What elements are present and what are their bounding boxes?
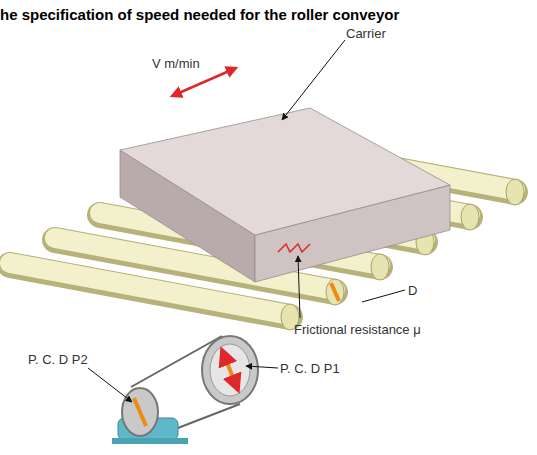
leader-line bbox=[362, 290, 405, 302]
speed-label: V m/min bbox=[152, 56, 200, 71]
leader-line bbox=[298, 256, 300, 318]
leader-line bbox=[246, 366, 278, 368]
leader-line bbox=[282, 40, 345, 120]
speed-arrow bbox=[172, 68, 236, 96]
dimension-label: P. C. D P1 bbox=[280, 361, 340, 376]
drive-system bbox=[112, 336, 258, 444]
part-name: Frictional resistance μ bbox=[294, 322, 421, 337]
friction-mark bbox=[278, 244, 310, 252]
dimension-label: P. C. D P2 bbox=[28, 352, 88, 367]
front-roller bbox=[10, 263, 299, 330]
leader-line bbox=[88, 368, 132, 402]
title: he specification of speed needed for the… bbox=[0, 6, 399, 23]
carrier-box bbox=[120, 108, 450, 282]
part-name: Carrier bbox=[346, 26, 386, 41]
dimension-label: D bbox=[408, 283, 417, 298]
